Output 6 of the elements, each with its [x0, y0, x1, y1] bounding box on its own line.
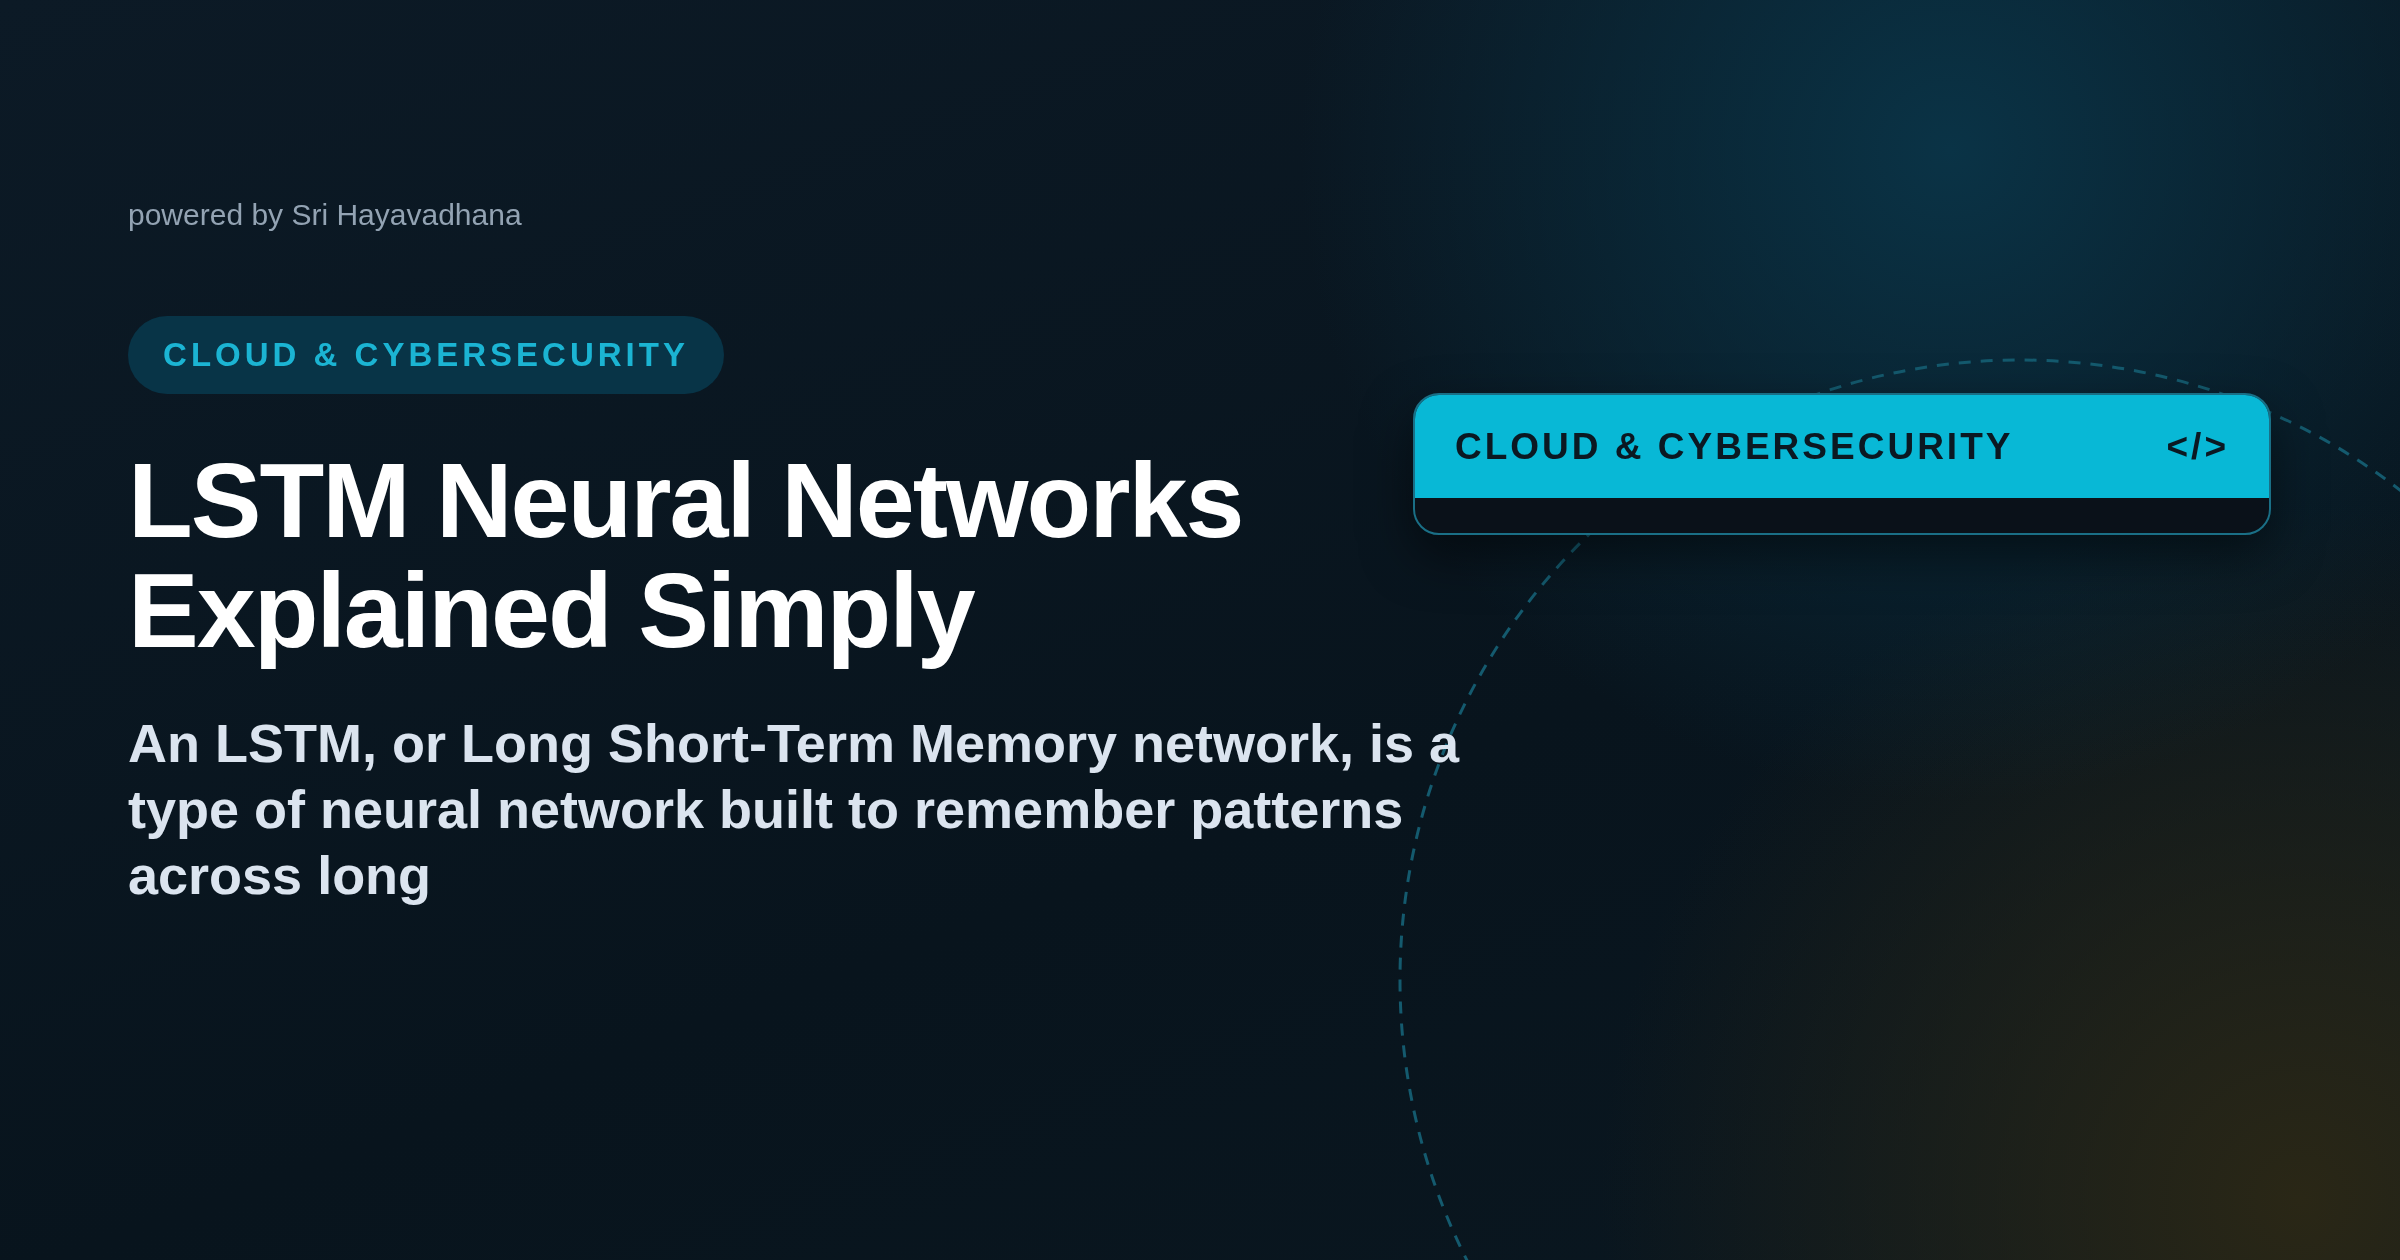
- card-background: [1413, 393, 2271, 535]
- card-title: CLOUD & CYBERSECURITY: [1455, 425, 2014, 468]
- description: An LSTM, or Long Short-Term Memory network, is a type of neural network built to remember patterns across long: [128, 712, 1461, 907]
- category-badge: CLOUD & CYBERSECURITY: [128, 316, 724, 394]
- byline: powered by Sri Hayavadhana: [128, 198, 522, 232]
- code-tag: </>: [2166, 425, 2229, 468]
